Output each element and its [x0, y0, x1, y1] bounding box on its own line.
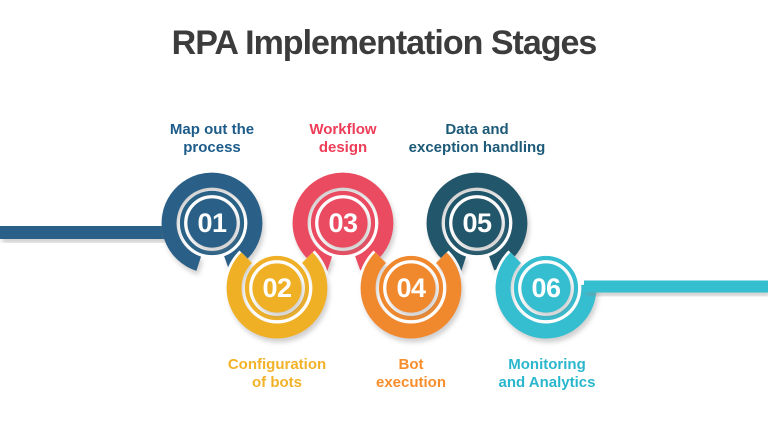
stage-02-ring — [226, 252, 328, 339]
label-line: design — [318, 139, 368, 156]
label-line: Bot — [398, 356, 424, 373]
stage-04-inner-ring — [378, 255, 444, 321]
stage-01-number-disk — [187, 198, 237, 248]
stage-05-ring — [426, 172, 528, 271]
stage-04-number-disk — [386, 263, 436, 313]
stage-label-02: Configuration of bots — [228, 356, 326, 392]
left-connector-line — [0, 226, 174, 239]
stage-06-number-disk — [521, 263, 571, 313]
stage-label-04: Bot execution — [376, 356, 446, 392]
stage-01-ring — [161, 172, 263, 271]
stage-number-05: 05 — [462, 208, 492, 238]
stage-label-03: Workflow design — [309, 121, 376, 157]
stage-number-04: 04 — [396, 273, 426, 303]
stage-06-inner-ring — [513, 255, 579, 321]
label-line: execution — [375, 374, 447, 391]
stage-number-01: 01 — [197, 208, 227, 238]
label-line: Workflow — [309, 121, 377, 138]
label-line: exception handling — [408, 139, 546, 156]
stage-number-02: 02 — [262, 273, 292, 303]
stage-05-number-disk — [452, 198, 502, 248]
stage-05-inner-ring — [444, 190, 510, 256]
stage-02-inner-ring — [244, 255, 310, 321]
stage-label-06: Monitoring and Analytics — [499, 356, 596, 392]
stage-06-ring — [495, 252, 597, 339]
label-line: Map out the — [169, 121, 255, 138]
stage-03-ring — [292, 172, 394, 271]
label-line: and Analytics — [498, 374, 596, 391]
stage-03-inner-ring — [310, 190, 376, 256]
stage-label-01: Map out the process — [170, 121, 254, 157]
stage-04-ring — [360, 252, 462, 339]
stage-number-06: 06 — [531, 273, 561, 303]
label-line: of bots — [251, 374, 302, 391]
stage-02-number-disk — [252, 263, 302, 313]
label-line: process — [183, 139, 241, 156]
stage-03-number-disk — [318, 198, 368, 248]
stage-label-05: Data and exception handling — [409, 121, 546, 157]
label-line: Data and — [445, 121, 509, 138]
page-title: RPA Implementation Stages — [171, 24, 598, 62]
label-line: Configuration — [227, 356, 327, 373]
label-line: Monitoring — [508, 356, 586, 373]
stage-01-inner-ring — [179, 190, 245, 256]
right-connector-line — [584, 280, 768, 293]
stage-number-03: 03 — [328, 208, 358, 238]
